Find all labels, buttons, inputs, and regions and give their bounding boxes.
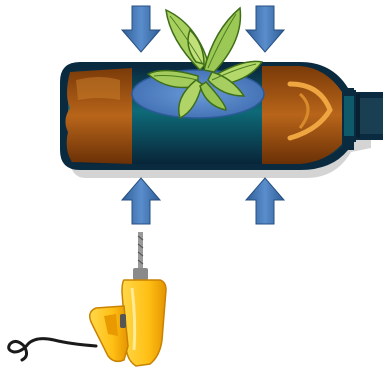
drill bbox=[9, 232, 166, 366]
down-arrow bbox=[246, 6, 284, 52]
up-arrow bbox=[246, 178, 284, 224]
up-arrow bbox=[122, 178, 160, 224]
down-arrow bbox=[122, 6, 160, 52]
drill-cord bbox=[9, 339, 96, 360]
